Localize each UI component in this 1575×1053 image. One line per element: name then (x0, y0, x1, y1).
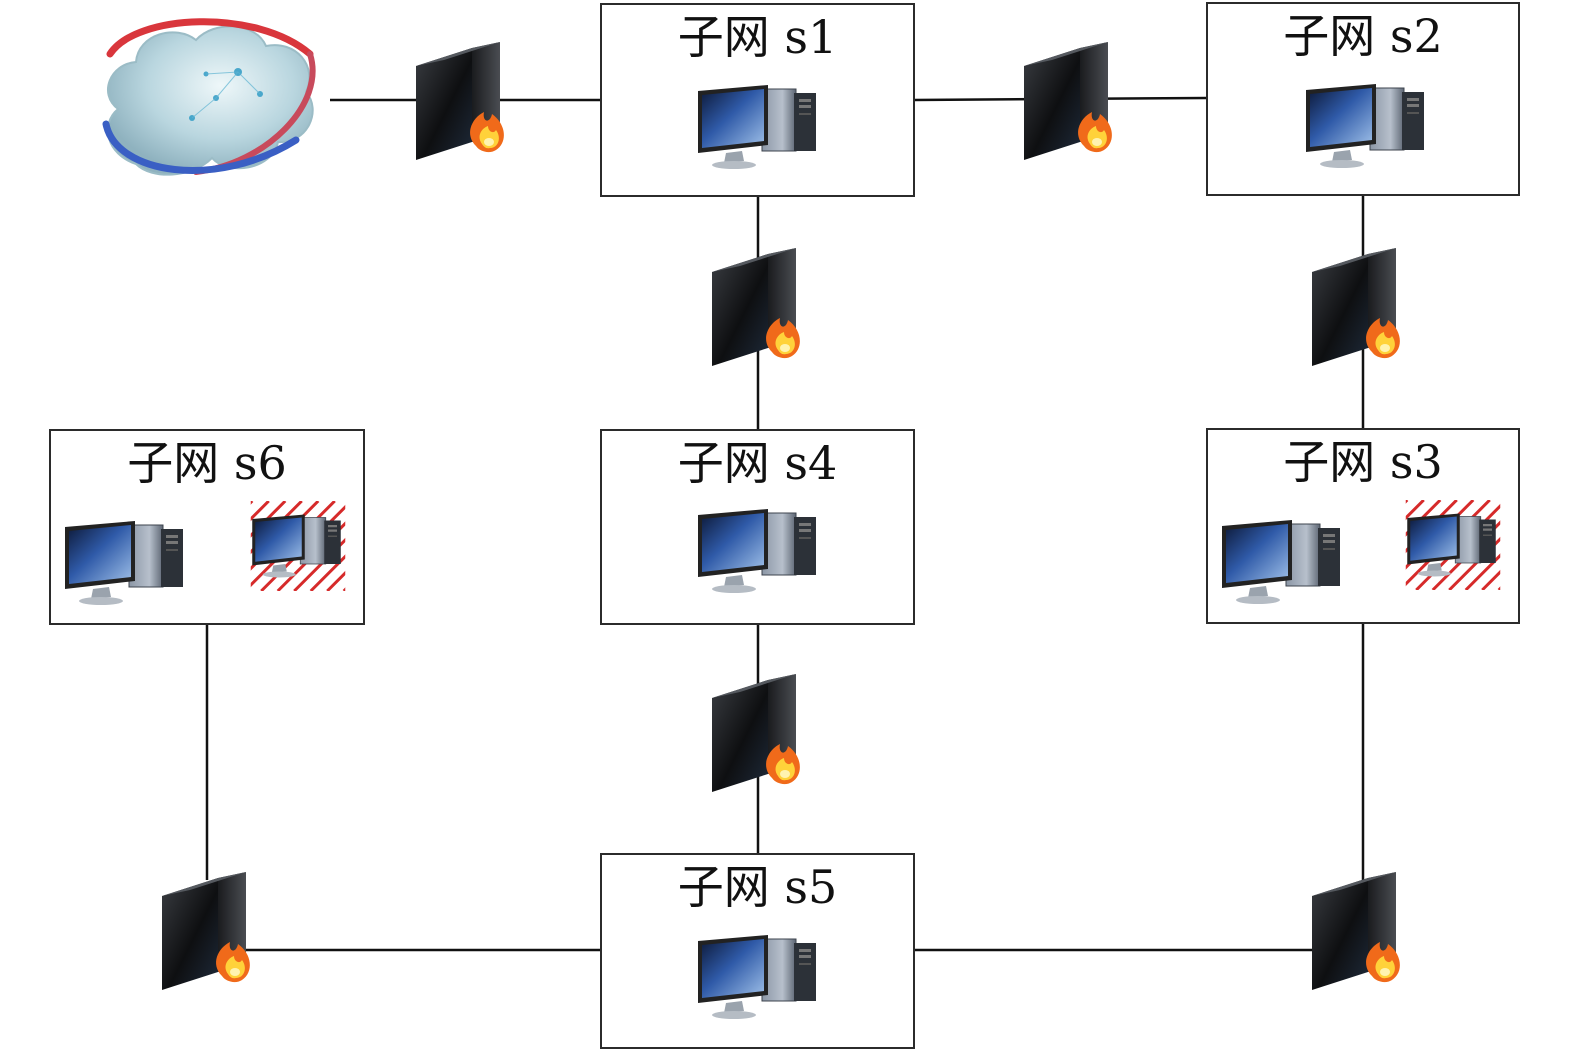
subnet-s6: 子网 s6 (49, 429, 365, 625)
computer-icon (696, 933, 822, 1023)
firewall-icon (410, 38, 510, 162)
computer-icon (1220, 518, 1346, 608)
subnet-s4: 子网 s4 (600, 429, 915, 625)
subnet-s2: 子网 s2 (1206, 2, 1520, 196)
subnet-label: 子网 s4 (677, 436, 838, 490)
computer-icon (1304, 82, 1430, 172)
internet-cloud-icon (96, 14, 320, 182)
subnet-label: 子网 s6 (127, 436, 287, 490)
firewall-icon (706, 670, 806, 794)
firewall-icon (156, 868, 256, 992)
firewall-icon (706, 244, 806, 368)
firewall-icon (1306, 244, 1406, 368)
computer-icon (696, 507, 822, 597)
firewall-icon (1306, 868, 1406, 992)
infected-computer-icon (235, 501, 361, 621)
computer-icon (696, 83, 822, 173)
subnet-s1: 子网 s1 (600, 3, 915, 197)
firewall-icon (1018, 38, 1118, 162)
subnet-label: 子网 s5 (677, 860, 838, 914)
subnet-label: 子网 s3 (1283, 435, 1443, 489)
infected-computer-icon (1390, 500, 1516, 620)
subnet-s3: 子网 s3 (1206, 428, 1520, 624)
subnet-s5: 子网 s5 (600, 853, 915, 1049)
subnet-label: 子网 s2 (1283, 9, 1443, 63)
subnet-label: 子网 s1 (677, 10, 838, 64)
computer-icon (63, 519, 189, 609)
